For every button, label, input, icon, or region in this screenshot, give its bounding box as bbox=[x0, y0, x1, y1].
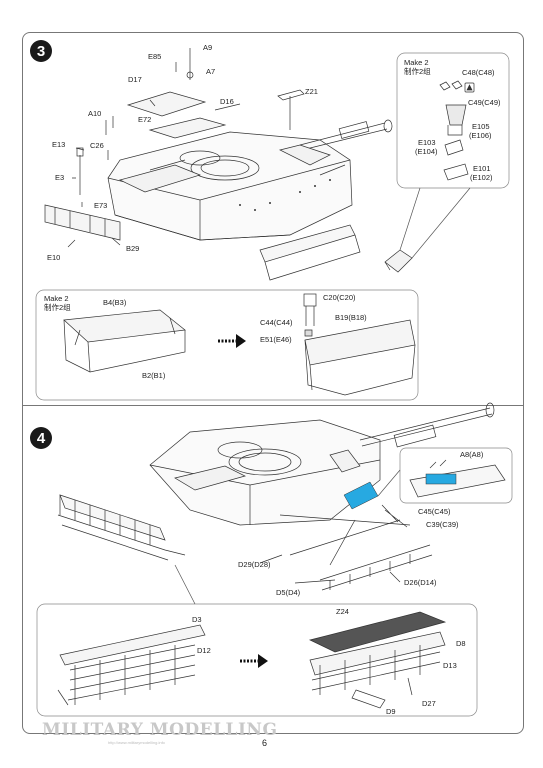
watermark-brand: MILITARY MODELLING bbox=[42, 720, 278, 740]
label-A8: A8(A8) bbox=[460, 450, 484, 459]
step4-subassembly-drawing bbox=[57, 611, 447, 709]
step4-callout-drawing bbox=[409, 459, 506, 498]
label-D16: D16 bbox=[220, 97, 234, 106]
subassembly-make-en: Make 2 bbox=[44, 294, 69, 303]
label-A9: A9 bbox=[203, 43, 213, 52]
label-B29: B29 bbox=[126, 244, 140, 253]
label-E13: E13 bbox=[52, 140, 66, 149]
label-C39: C39(C39) bbox=[426, 520, 459, 529]
label-A10: A10 bbox=[88, 109, 102, 118]
label-D12: D12 bbox=[197, 646, 211, 655]
label-D13: D13 bbox=[443, 661, 457, 670]
label-E72: E72 bbox=[138, 115, 152, 124]
label-D5: D5(D4) bbox=[276, 588, 301, 597]
label-C20: C20(C20) bbox=[323, 293, 356, 302]
label-D8: D8 bbox=[456, 639, 466, 648]
callout-make-cn: 制作2组 bbox=[404, 67, 431, 76]
label-E102: (E102) bbox=[470, 173, 493, 182]
label-E105: E105 bbox=[472, 122, 490, 131]
label-E3: E3 bbox=[55, 173, 65, 182]
label-E106: (E106) bbox=[469, 131, 492, 140]
step4-hull-drawing bbox=[57, 402, 495, 591]
label-Z21: Z21 bbox=[305, 87, 318, 96]
label-E51: E51(E46) bbox=[260, 335, 292, 344]
label-C49: C49(C49) bbox=[468, 98, 501, 107]
label-D3: D3 bbox=[192, 615, 202, 624]
label-C45: C45(C45) bbox=[418, 507, 451, 516]
label-E73: E73 bbox=[94, 201, 108, 210]
step-4-badge: 4 bbox=[30, 427, 52, 449]
label-B2: B2(B1) bbox=[142, 371, 166, 380]
label-D9: D9 bbox=[386, 707, 396, 716]
step3-hull-drawing bbox=[44, 48, 413, 281]
label-Z24: Z24 bbox=[336, 607, 349, 616]
label-E101: E101 bbox=[473, 164, 491, 173]
label-B4: B4(B3) bbox=[103, 298, 127, 307]
label-C48: C48(C48) bbox=[462, 68, 495, 77]
label-D29: D29(D28) bbox=[238, 560, 271, 569]
label-B19: B19(B18) bbox=[335, 313, 367, 322]
subassembly-make-cn: 制作2组 bbox=[44, 303, 71, 312]
label-C44: C44(C44) bbox=[260, 318, 293, 327]
label-E85: E85 bbox=[148, 52, 162, 61]
label-A7: A7 bbox=[206, 67, 216, 76]
label-C26: C26 bbox=[90, 141, 104, 150]
callout-make-en: Make 2 bbox=[404, 58, 429, 67]
step3-callout-drawing bbox=[439, 80, 475, 181]
step3-subassembly-drawing bbox=[63, 293, 416, 396]
step-3-badge: 3 bbox=[30, 40, 52, 62]
watermark-url: http://www.militarymodelling.info bbox=[108, 740, 165, 745]
label-E103: E103 bbox=[418, 138, 436, 147]
label-D26: D26(D14) bbox=[404, 578, 437, 587]
label-E10: E10 bbox=[47, 253, 61, 262]
label-E104: (E104) bbox=[415, 147, 438, 156]
label-D27: D27 bbox=[422, 699, 436, 708]
page-number: 6 bbox=[262, 738, 268, 748]
step-divider bbox=[22, 405, 524, 406]
label-D17: D17 bbox=[128, 75, 142, 84]
